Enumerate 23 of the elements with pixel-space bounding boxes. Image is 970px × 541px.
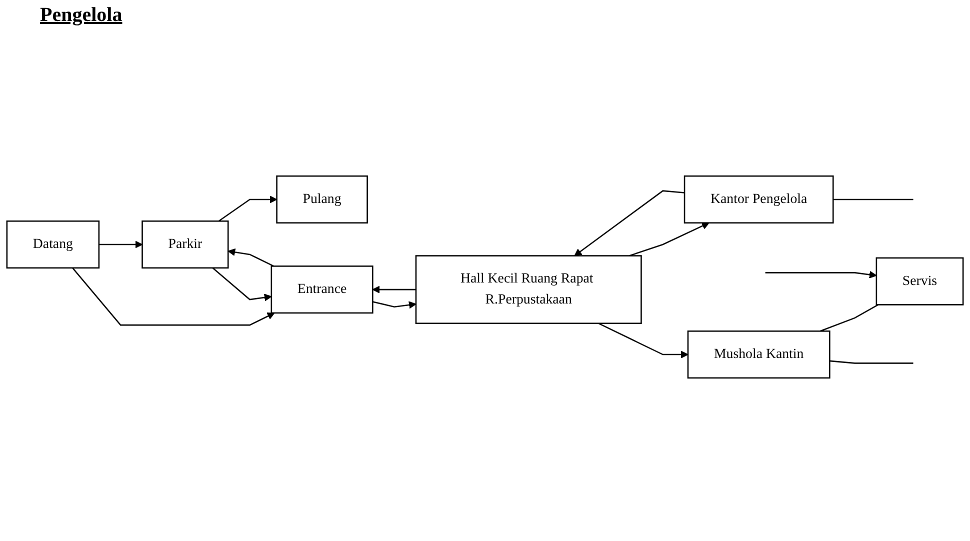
node-box: Pulang — [276, 175, 368, 224]
arrow — [72, 267, 275, 326]
node-box: Kantor Pengelola — [684, 175, 834, 224]
arrow — [629, 222, 710, 256]
arrow — [574, 190, 685, 256]
connector — [820, 304, 879, 332]
connector — [833, 198, 914, 200]
arrow — [372, 286, 416, 294]
arrow — [765, 270, 877, 278]
connector — [830, 360, 914, 364]
node-box: Hall Kecil Ruang Rapat R.Perpustakaan — [415, 255, 642, 324]
arrow — [218, 196, 278, 222]
arrow — [372, 301, 416, 309]
arrow — [98, 240, 143, 248]
node-box: Mushola Kantin — [687, 330, 830, 379]
arrow — [598, 322, 688, 358]
node-box: Parkir — [142, 220, 229, 269]
node-box: Entrance — [270, 266, 374, 314]
node-box: Datang — [6, 220, 100, 269]
node-box: Servis — [876, 257, 964, 306]
arrow — [212, 267, 272, 302]
diagram-title: Pengelola — [40, 4, 122, 27]
arrow — [228, 248, 274, 267]
